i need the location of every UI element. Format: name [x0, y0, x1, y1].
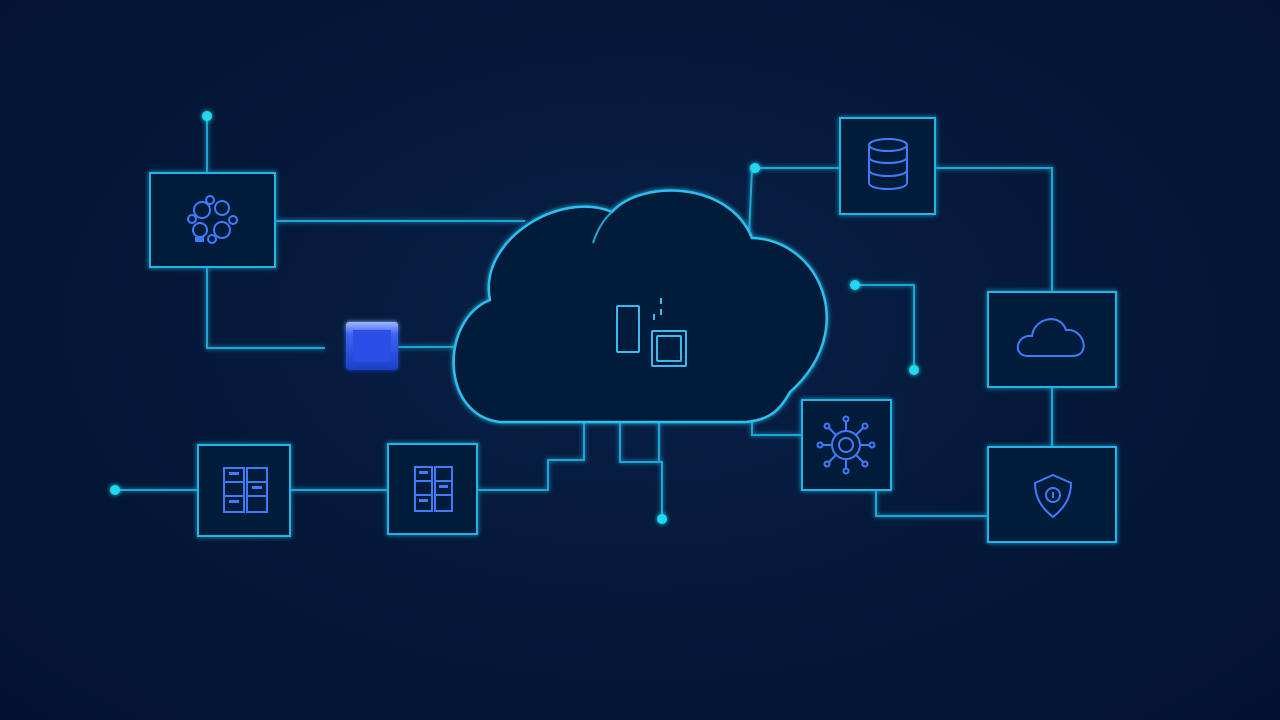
node-bottom-left	[110, 485, 120, 495]
wire-db-cloudbox	[935, 167, 1053, 292]
server-rack-icon	[414, 466, 453, 512]
node-right-b	[909, 365, 919, 375]
wire-right-middle	[855, 284, 915, 370]
cloud-inner-curve	[592, 211, 613, 244]
connection-lines	[115, 116, 1053, 518]
node-top-right	[750, 163, 760, 173]
chip-square-icon	[346, 322, 398, 370]
cloud-outline	[452, 189, 828, 424]
security-shield-icon	[1033, 473, 1073, 519]
database-box	[839, 117, 936, 215]
endpoint-nodes	[110, 111, 919, 524]
virus-icon	[816, 415, 876, 475]
wire-rack2-cloud	[477, 422, 585, 491]
puzzle-pieces-icon	[187, 195, 238, 244]
cloud-computing-icon	[616, 298, 687, 367]
virus-box	[801, 399, 892, 491]
node-right-a	[850, 280, 860, 290]
database-icon	[868, 138, 908, 190]
cloud-icon	[1017, 318, 1085, 357]
wire-node-cloud	[748, 167, 753, 236]
wire-puzzle-chip	[206, 267, 325, 349]
puzzle-box	[149, 172, 276, 268]
node-top-left	[202, 111, 212, 121]
server-rack-icon	[223, 467, 268, 513]
cloud-box	[987, 291, 1117, 388]
wire-virus-shield	[875, 490, 988, 517]
rack-box-2	[387, 443, 478, 535]
wire-cloud-down-1	[619, 422, 663, 518]
node-bottom-center	[657, 514, 667, 524]
central-cloud	[452, 189, 828, 424]
